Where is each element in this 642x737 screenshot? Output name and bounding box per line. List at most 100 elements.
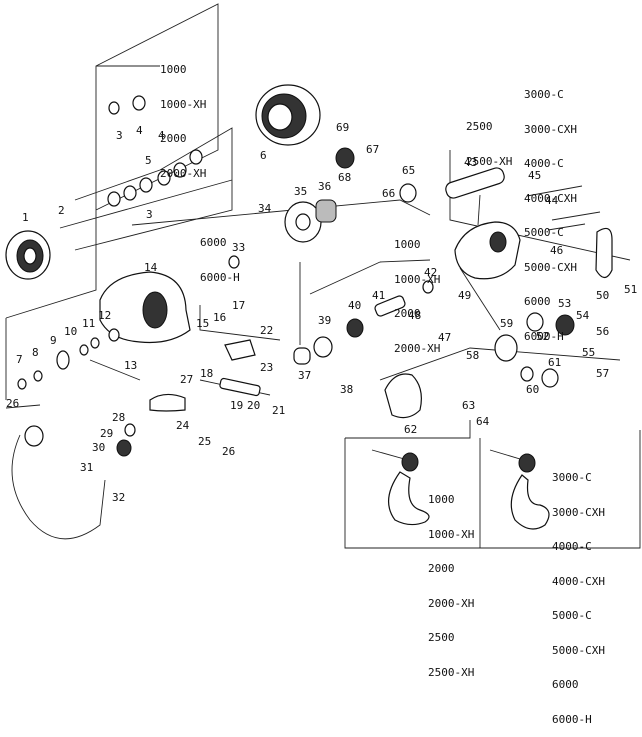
variant-label: 6000 <box>524 295 551 308</box>
callout-59: 59 <box>500 317 514 330</box>
callout-15: 15 <box>196 317 210 330</box>
bracket-22 <box>224 339 256 361</box>
bushing-61 <box>541 368 559 388</box>
variant-label: 2000 <box>160 132 187 145</box>
callout-63: 63 <box>462 399 476 412</box>
line-roller <box>335 147 355 169</box>
body-variant-list-large: 3000-C 3000-CXH 4000-C 4000-CXH 5000-C 5… <box>524 66 577 354</box>
variant-label: 1000 <box>394 238 421 251</box>
variant-label: 5000-CXH <box>552 643 605 657</box>
handle-arm-base <box>24 425 44 447</box>
handle-small <box>371 449 430 526</box>
clip <box>313 336 333 358</box>
side-plate <box>384 373 422 419</box>
callout-36: 36 <box>318 180 332 193</box>
variant-label: 5000-CXH <box>524 260 577 274</box>
callout-7: 7 <box>16 353 23 366</box>
callout-19: 19 <box>230 399 244 412</box>
callout-67: 67 <box>366 143 380 156</box>
callout-56: 56 <box>596 325 610 338</box>
callout-58: 58 <box>466 349 480 362</box>
variant-label: 2500 <box>428 631 455 644</box>
callout-53: 53 <box>558 297 572 310</box>
callout-32: 32 <box>112 491 126 504</box>
variant-label: 3000-CXH <box>552 505 605 519</box>
variant-label: 5000-C <box>524 226 564 239</box>
handle-small-variant-list: 1000 1000-XH 2000 2000-XH 2500 2500-XH <box>428 471 474 690</box>
variant-label: 2000 <box>428 562 455 575</box>
handle-arm-32 <box>11 434 106 540</box>
callout-51: 51 <box>624 283 638 296</box>
variant-label: 6000-H <box>200 270 240 284</box>
small-washers <box>17 328 120 390</box>
bearing-65 <box>399 183 417 203</box>
washer-52 <box>526 312 544 332</box>
callout-4-lower: 4 <box>158 129 165 142</box>
callout-31: 31 <box>80 461 94 474</box>
handle-large-variant-list: 3000-C 3000-CXH 4000-C 4000-CXH 5000-C 5… <box>552 449 605 737</box>
spool <box>255 84 321 146</box>
reel-body <box>99 271 191 344</box>
callout-9: 9 <box>50 334 57 347</box>
callout-21: 21 <box>272 404 286 417</box>
callout-27: 27 <box>180 373 194 386</box>
callout-22: 22 <box>260 324 274 337</box>
callout-44: 44 <box>545 194 559 207</box>
variant-label: 1000-XH <box>160 97 207 111</box>
callout-60: 60 <box>526 383 540 396</box>
callout-64: 64 <box>476 415 490 428</box>
callout-30: 30 <box>92 441 106 454</box>
callout-3-lower: 3 <box>146 208 153 221</box>
callout-37: 37 <box>298 369 312 382</box>
variant-label: 3000-CXH <box>524 122 577 136</box>
callout-47: 47 <box>438 331 452 344</box>
variant-label: 6000 <box>200 236 227 249</box>
drag-washers <box>107 95 203 207</box>
variant-label: 4000-C <box>524 157 564 170</box>
callout-3-upper: 3 <box>116 129 123 142</box>
body-variant-list-mid: 2500 2500-XH <box>466 98 512 179</box>
callout-50: 50 <box>596 289 610 302</box>
callout-46: 46 <box>550 244 564 257</box>
callout-33: 33 <box>232 241 246 254</box>
callout-39: 39 <box>318 314 332 327</box>
callout-20: 20 <box>247 399 261 412</box>
callout-13: 13 <box>124 359 138 372</box>
callout-49: 49 <box>458 289 472 302</box>
callout-43: 43 <box>464 156 478 169</box>
callout-65: 65 <box>402 164 416 177</box>
callout-40: 40 <box>348 299 362 312</box>
spool-variant-list: 1000 1000-XH 2000 2000-XH <box>160 41 206 191</box>
washer-29 <box>124 423 136 437</box>
callout-54: 54 <box>576 309 590 322</box>
collar <box>293 347 311 365</box>
variant-label: 3000-C <box>524 88 564 101</box>
pinion-gear <box>374 295 406 317</box>
callout-11: 11 <box>82 317 96 330</box>
handle-large <box>489 449 550 530</box>
variant-label: 6000-H <box>552 712 592 726</box>
rotor-bushing <box>315 199 337 223</box>
variant-label: 5000-C <box>552 609 592 622</box>
exploded-parts-diagram <box>5 3 641 549</box>
ring-variant-list: 6000 6000-H <box>200 214 240 295</box>
callout-26-right: 26 <box>222 445 236 458</box>
washer-33 <box>228 255 240 269</box>
callout-8: 8 <box>32 346 39 359</box>
callout-10: 10 <box>64 325 78 338</box>
variant-label: 1000 <box>428 493 455 506</box>
variant-label: 2000-XH <box>428 596 475 610</box>
callout-24: 24 <box>176 419 190 432</box>
callout-6: 6 <box>260 149 267 162</box>
callout-35: 35 <box>294 185 308 198</box>
variant-label: 6000 <box>552 678 579 691</box>
callout-23: 23 <box>260 361 274 374</box>
callout-38: 38 <box>340 383 354 396</box>
variant-label: 1000-XH <box>428 527 475 541</box>
bail-wire <box>526 185 601 231</box>
callout-57: 57 <box>596 367 610 380</box>
callout-29: 29 <box>100 427 114 440</box>
roller <box>555 314 575 336</box>
drag-knob <box>5 230 51 280</box>
variant-label: 2500 <box>466 120 493 133</box>
